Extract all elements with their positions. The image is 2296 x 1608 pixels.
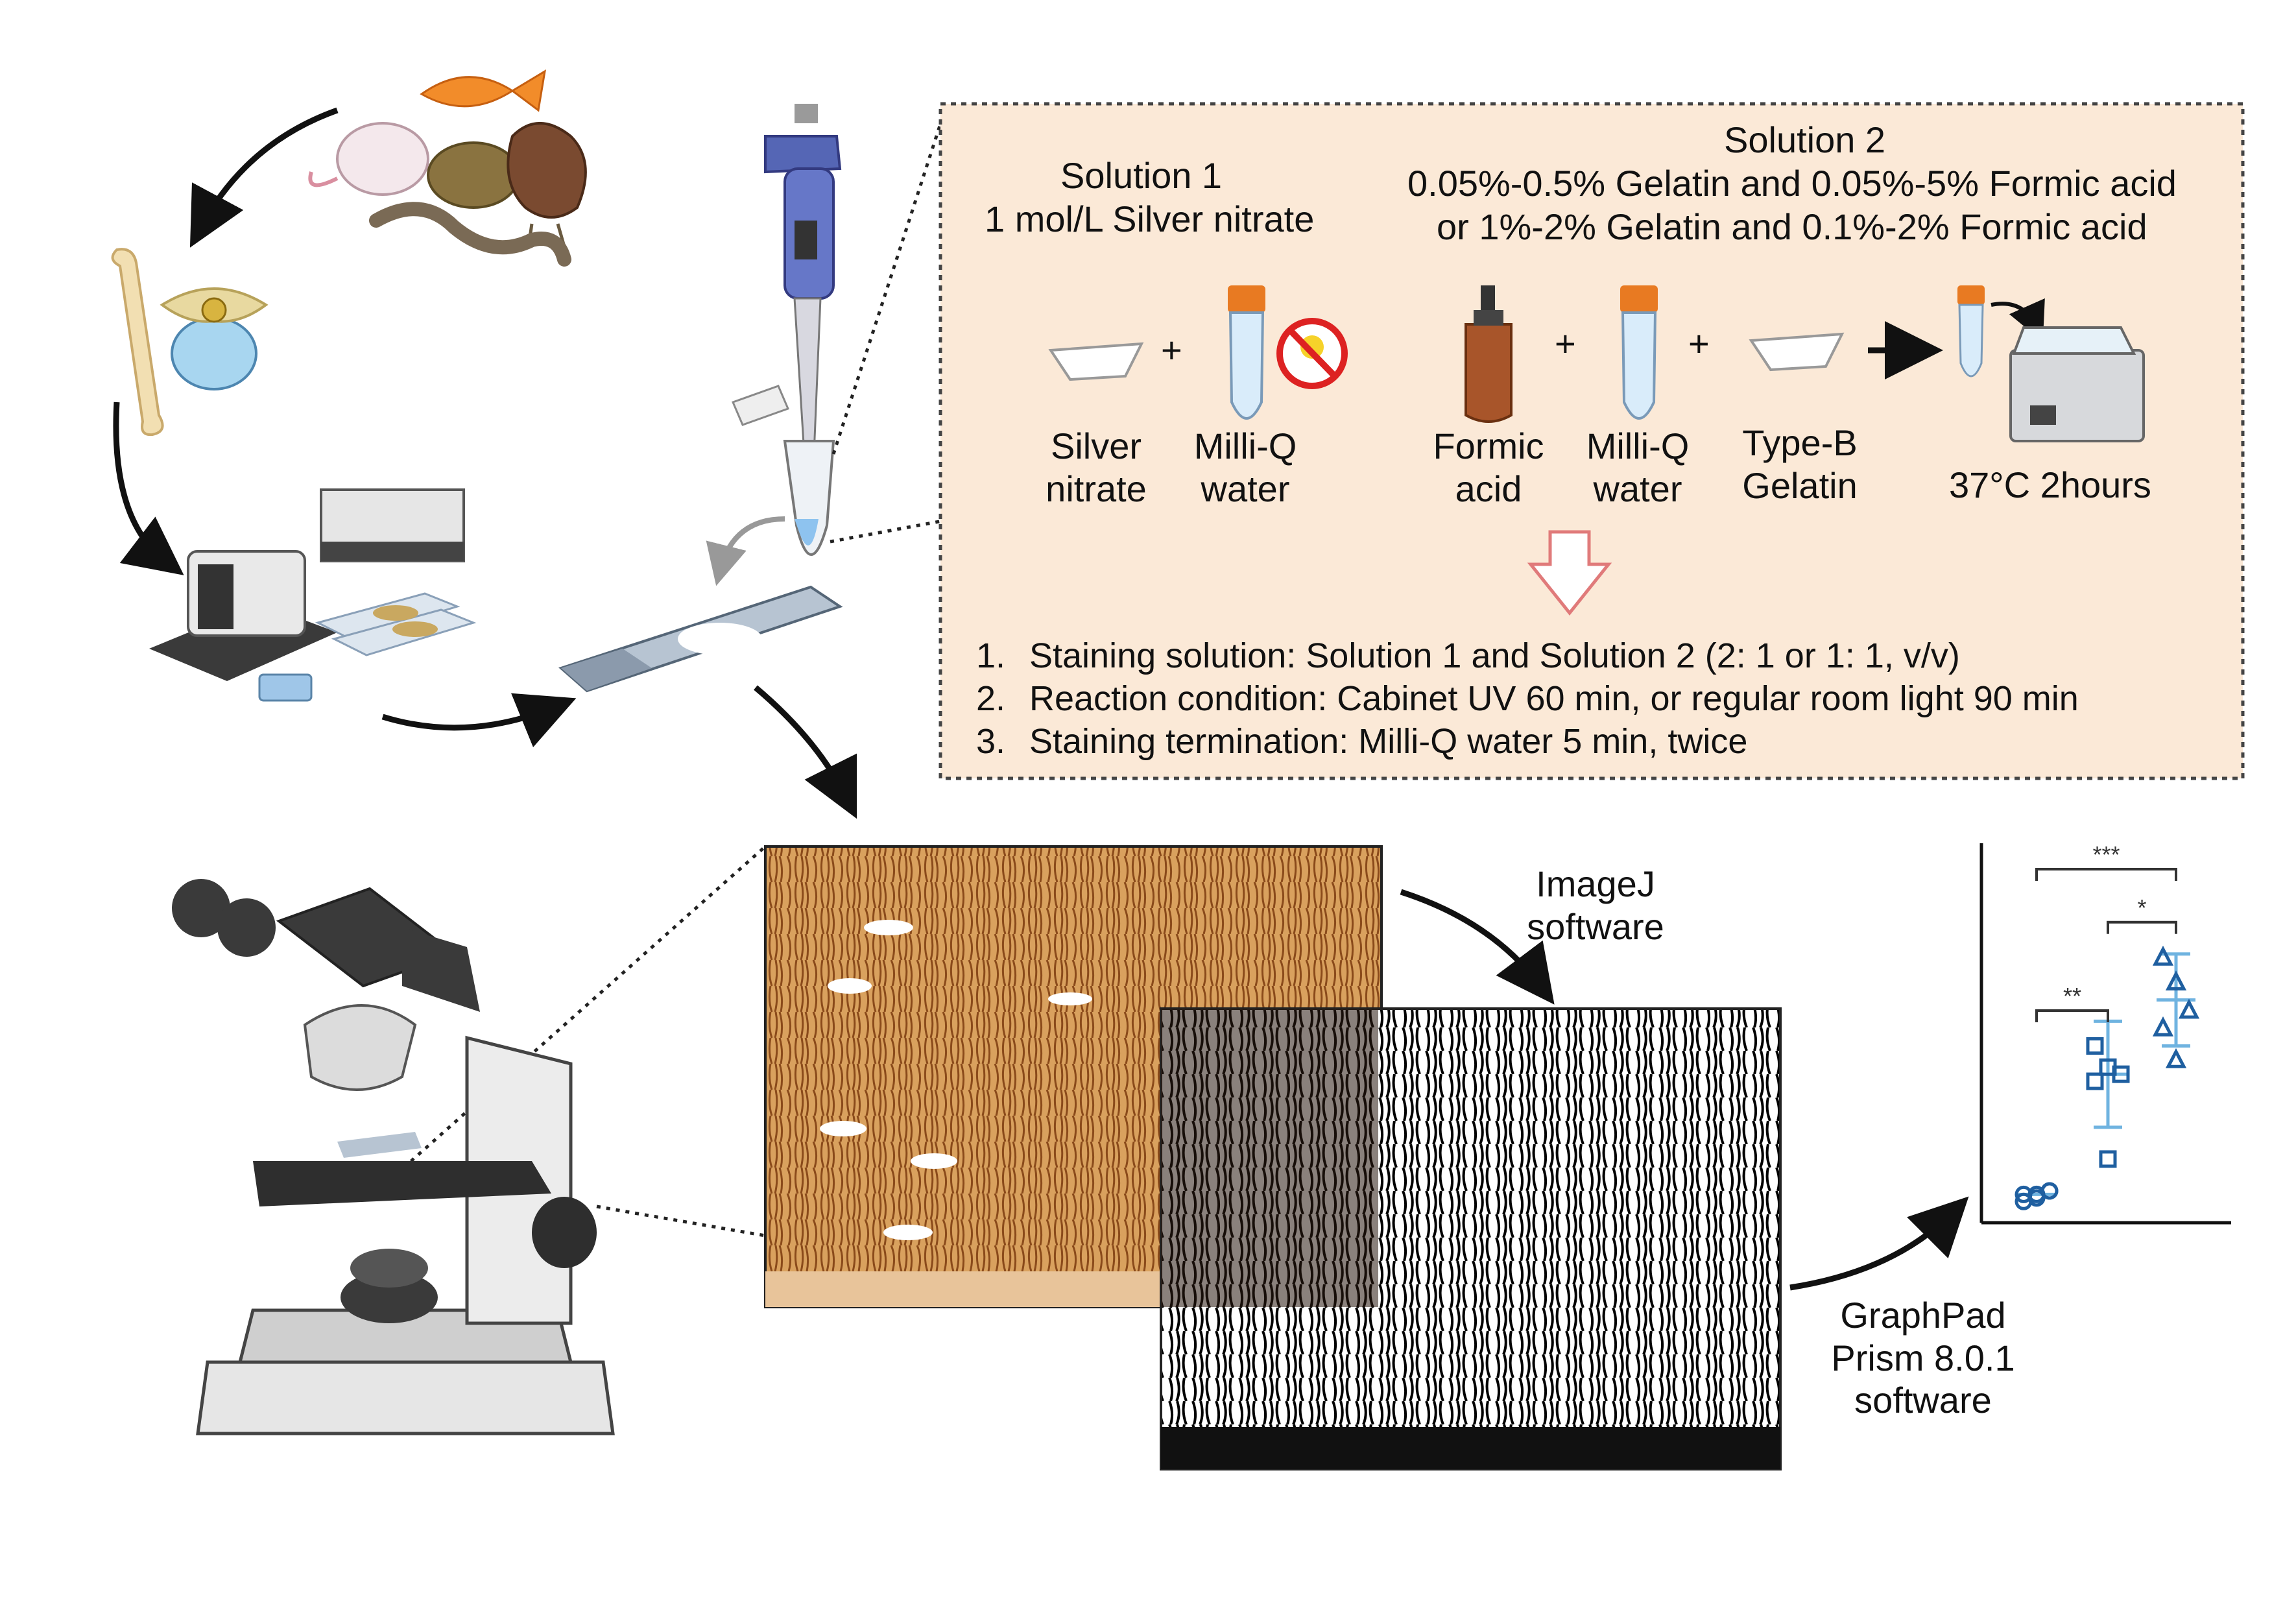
arrow-imagej — [1400, 889, 1555, 1005]
protocol-steps: 1.Staining solution: Solution 1 and Solu… — [976, 634, 2079, 763]
overlap-region — [1161, 1009, 1378, 1307]
microscope-illustration — [172, 879, 615, 1435]
plus-sign-3: + — [1688, 323, 1710, 364]
data-point-triangle — [2178, 998, 2200, 1019]
significance-label: * — [2137, 894, 2146, 921]
femur-icon — [111, 248, 164, 437]
significance-label: ** — [2063, 983, 2081, 1009]
lacunae-markers — [820, 920, 1092, 1240]
pipette-illustration — [731, 104, 842, 556]
binarized-edge — [1161, 1427, 1780, 1469]
solution2-title: Solution 2 — [1724, 119, 1886, 160]
data-point-triangle — [2165, 1048, 2187, 1068]
rat-icon — [336, 122, 429, 196]
data-point-triangle — [2152, 1016, 2174, 1037]
down-arrow-icon — [1527, 530, 1612, 616]
step-item: 3.Staining termination: Milli-Q water 5 … — [976, 722, 1748, 761]
vertebra-icon — [171, 317, 257, 390]
data-point-circle — [2027, 1189, 2046, 1207]
milli-q-tube-2-icon — [1620, 285, 1658, 420]
zoom-connectors — [388, 103, 954, 1238]
significance-bracket — [2035, 868, 2177, 881]
arrow-microtome-to-slide — [381, 693, 577, 748]
snake-icon — [369, 202, 571, 267]
significance-bracket — [2107, 920, 2177, 934]
solution2-line1: 0.05%-0.5% Gelatin and 0.05%-5% Formic a… — [1407, 163, 2177, 204]
data-point-circle — [2040, 1182, 2059, 1200]
bone-tissue-illustration — [111, 248, 269, 437]
scatter-chart: ****** — [1979, 841, 2231, 1225]
step-item: 1.Staining solution: Solution 1 and Solu… — [976, 636, 1960, 675]
data-point-square — [2086, 1072, 2104, 1090]
arrow-graphpad — [1789, 1196, 1969, 1291]
gelatin-dish-icon — [1749, 332, 1845, 372]
significance-bracket — [2035, 1009, 2109, 1022]
arrow-tube-to-slide — [706, 516, 785, 586]
goldfish-icon — [420, 69, 547, 112]
plus-sign-1: + — [1161, 330, 1182, 370]
solution2-line2: or 1%-2% Gelatin and 0.1%-2% Formic acid — [1437, 206, 2147, 247]
arrow-bone-to-microtome — [113, 402, 184, 575]
step-item: 2.Reaction condition: Cabinet UV 60 min,… — [976, 679, 2079, 718]
toad-icon — [427, 141, 520, 209]
chicken-icon — [507, 122, 587, 219]
solution1-title: Solution 1 — [1060, 155, 1223, 196]
data-point-square — [2112, 1065, 2130, 1083]
water-bath-icon — [2009, 326, 2145, 442]
no-light-icon — [1276, 318, 1348, 389]
animal-models-illustration — [308, 69, 587, 267]
data-point-triangle — [2152, 945, 2174, 966]
glass-slide-illustration — [558, 585, 843, 693]
incubation-label: 37°C 2hours — [1949, 464, 2151, 505]
plus-sign-2: + — [1555, 323, 1576, 364]
microtome-illustration — [149, 488, 477, 702]
solution1-subtitle: 1 mol/L Silver nitrate — [985, 198, 1315, 239]
tissue-slides-icon — [315, 592, 477, 656]
workflow-arrows — [113, 107, 1969, 1291]
data-point-square — [2099, 1150, 2117, 1168]
data-point-square — [2086, 1037, 2104, 1055]
formic-acid-bottle-icon — [1465, 285, 1513, 423]
significance-label: *** — [2092, 841, 2120, 868]
small-tube-icon — [1957, 285, 1985, 378]
arrow-slide-to-microscope — [754, 685, 857, 819]
silver-nitrate-dish-icon — [1048, 342, 1144, 381]
milli-q-tube-icon — [1228, 285, 1265, 420]
data-point-triangle — [2165, 970, 2187, 990]
arrow-animals-to-bone — [189, 107, 339, 248]
microcentrifuge-tube-icon — [783, 440, 835, 556]
